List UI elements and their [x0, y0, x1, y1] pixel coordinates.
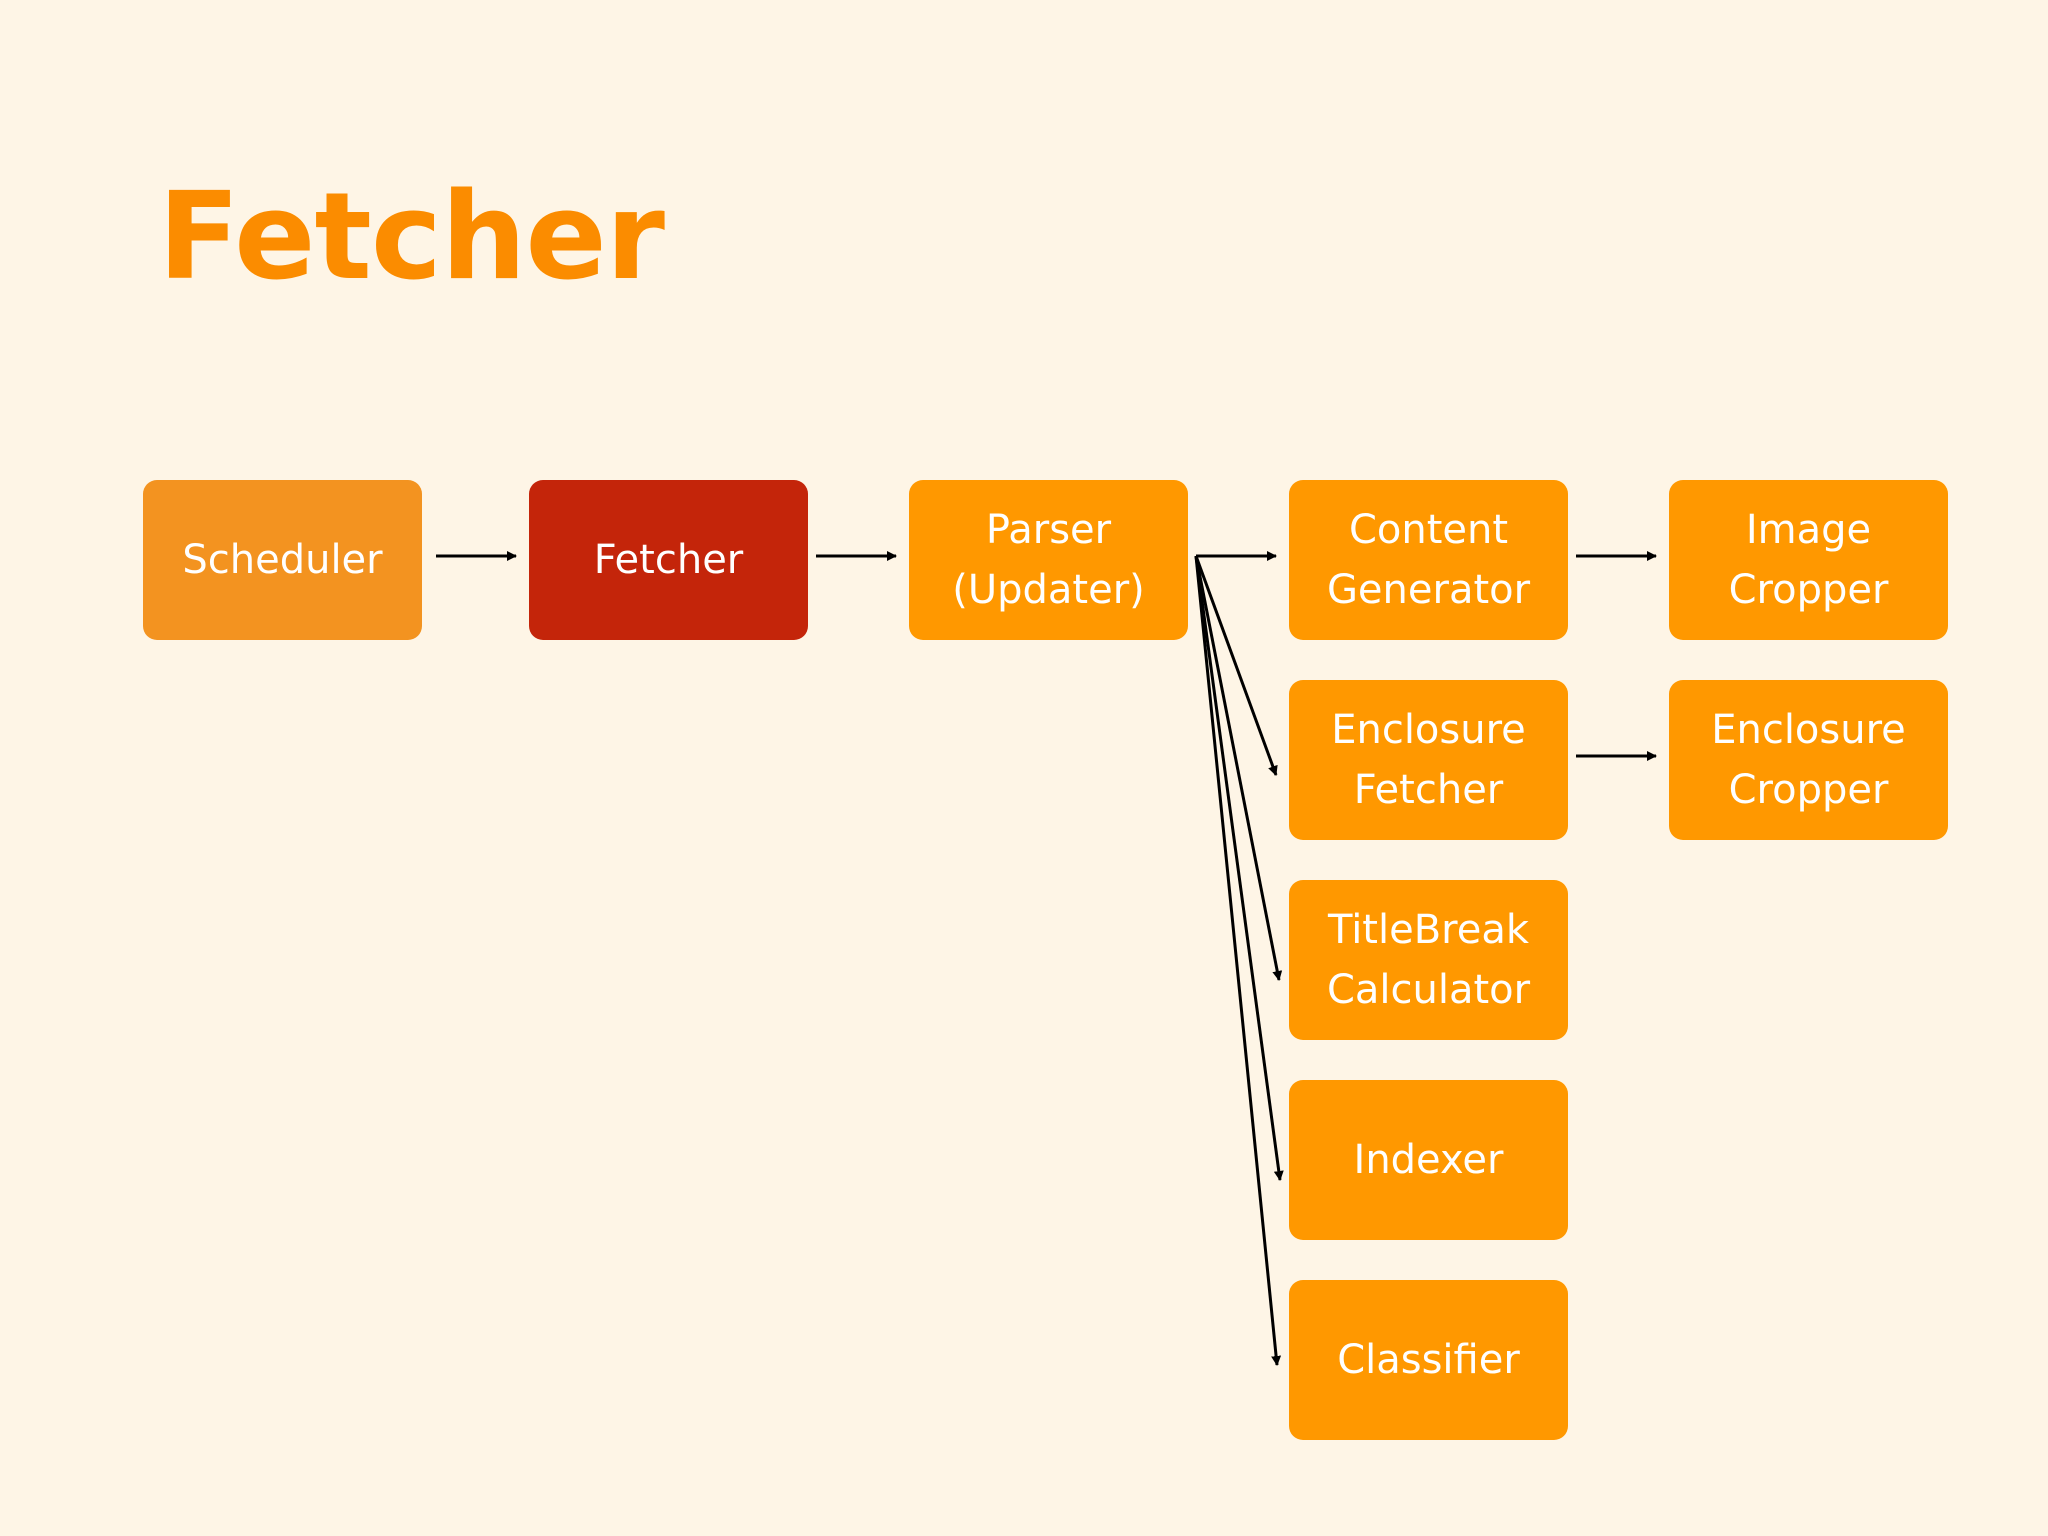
node-label: Enclosure — [1711, 707, 1906, 753]
node-enclosure-fetcher: Enclosure Fetcher — [1289, 680, 1568, 840]
node-label: Fetcher — [593, 537, 744, 583]
node-enclosure-cropper: Enclosure Cropper — [1669, 680, 1948, 840]
node-indexer: Indexer — [1289, 1080, 1568, 1240]
node-content-generator: Content Generator — [1289, 480, 1568, 640]
arrow-parser-to-classifier — [1194, 555, 1282, 1366]
node-label: Generator — [1326, 567, 1531, 613]
node-label: TitleBreak — [1327, 907, 1529, 953]
node-label: Scheduler — [182, 537, 383, 583]
node-label: Fetcher — [1353, 767, 1504, 813]
node-titlebreak-calculator: TitleBreak Calculator — [1289, 880, 1568, 1040]
node-label: Enclosure — [1331, 707, 1526, 753]
node-classifier: Classifier — [1289, 1280, 1568, 1440]
node-fetcher: Fetcher — [529, 480, 808, 640]
node-label: Calculator — [1326, 967, 1531, 1013]
node-label: Parser — [985, 507, 1112, 553]
node-image-cropper: Image Cropper — [1669, 480, 1948, 640]
node-parser-updater: Parser (Updater) — [909, 480, 1188, 640]
node-label: Indexer — [1353, 1137, 1504, 1183]
node-scheduler: Scheduler — [143, 480, 422, 640]
node-label: Classifier — [1337, 1337, 1520, 1383]
arrow-parser-to-enclosure-fetcher — [1194, 555, 1278, 776]
node-label: Image — [1745, 507, 1872, 553]
arrow-parser-to-titlebreak-calculator — [1194, 555, 1283, 981]
node-label: Cropper — [1728, 767, 1889, 813]
node-label: (Updater) — [952, 567, 1145, 613]
slide-title: Fetcher — [158, 168, 665, 307]
node-label: Content — [1348, 507, 1509, 553]
arrow-parser-to-indexer — [1194, 555, 1284, 1181]
node-label: Cropper — [1728, 567, 1889, 613]
